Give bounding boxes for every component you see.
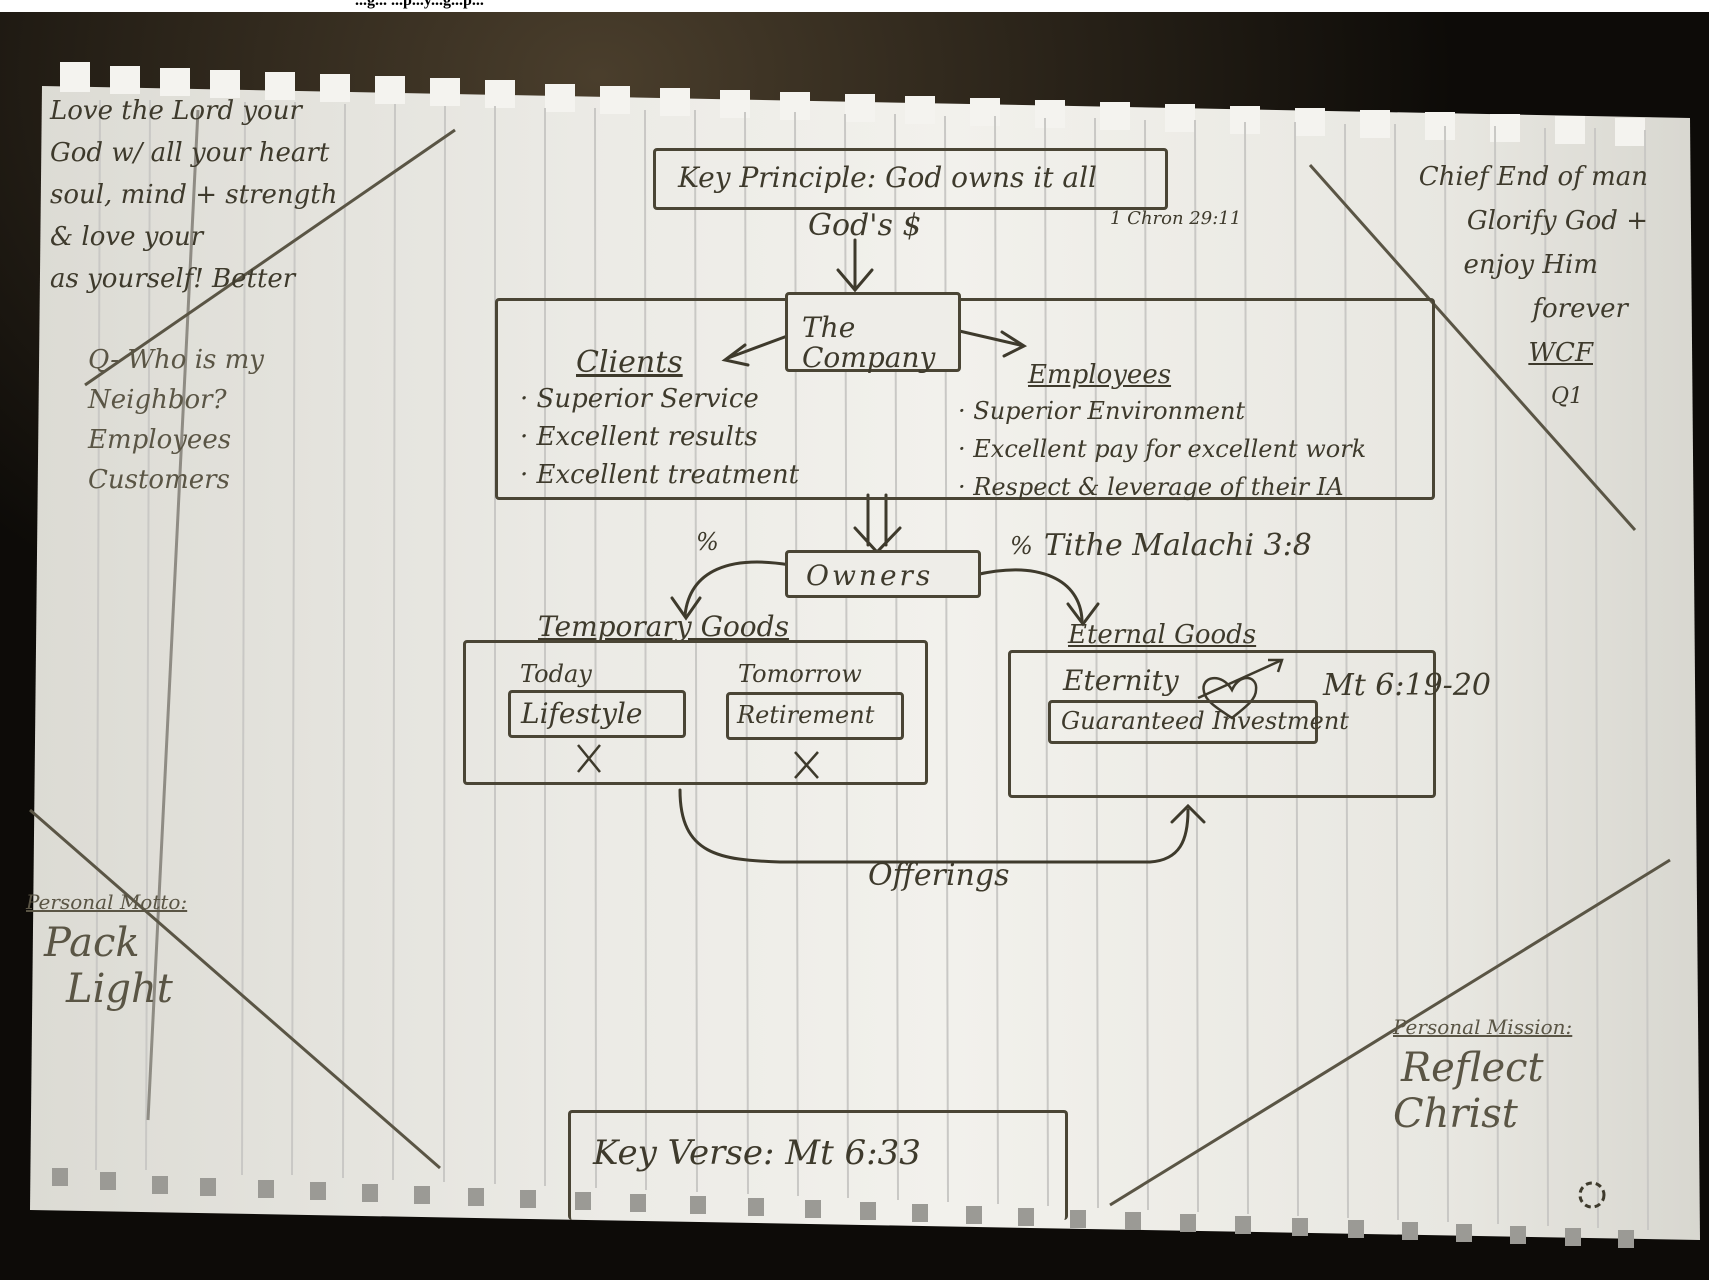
temporary-goods-title: Temporary Goods xyxy=(538,610,789,643)
clients-list: · Superior Service · Excellent results ·… xyxy=(520,380,799,494)
corner-top-right-line: Glorify God + xyxy=(1466,206,1648,236)
employees-list: · Superior Environment · Excellent pay f… xyxy=(958,392,1366,506)
gods-money-label: God's $ xyxy=(808,208,922,243)
neighbor-question-line: Q- Who is my xyxy=(88,345,264,375)
neighbor-question-line: Employees xyxy=(88,425,232,455)
personal-mission-title: Personal Mission: xyxy=(1393,1015,1573,1039)
personal-motto-line: Pack xyxy=(44,920,140,966)
offerings-label: Offerings xyxy=(868,858,1010,893)
guaranteed-investment-box: Guaranteed Investment xyxy=(1048,700,1349,744)
top-caption-strip: ...g... ...p...y...g...p... xyxy=(0,0,1709,12)
key-verse-box: Key Verse: Mt 6:33 xyxy=(568,1110,1068,1220)
employees-item: · Superior Environment xyxy=(958,397,1246,425)
clients-title: Clients xyxy=(576,345,683,380)
eternal-goods-reference: Mt 6:19-20 xyxy=(1323,668,1491,703)
temporary-goods-box xyxy=(463,640,928,785)
neighbor-question-line: Customers xyxy=(88,465,230,495)
eternal-goods-title: Eternal Goods xyxy=(1068,620,1257,650)
corner-top-right-line: forever xyxy=(1532,294,1628,324)
notebook-page: Key Principle: God owns it all 1 Chron 2… xyxy=(8,80,1708,1265)
owners-box: Owners xyxy=(785,550,981,598)
corner-top-left-line: soul, mind + strength xyxy=(50,180,338,210)
corner-top-left-line: God w/ all your heart xyxy=(50,138,330,168)
owners-right-percent: % xyxy=(1010,532,1033,560)
employees-item: · Excellent pay for excellent work xyxy=(958,435,1367,463)
tomorrow-label: Tomorrow xyxy=(738,660,862,688)
caption-text: ...g... ...p...y...g...p... xyxy=(355,0,484,9)
today-label: Today xyxy=(520,660,592,688)
corner-top-right-line: Chief End of man xyxy=(1418,162,1648,192)
eternity-label: Eternity xyxy=(1063,664,1179,697)
guaranteed-investment-label: Guaranteed Investment xyxy=(1061,707,1349,735)
eternal-goods-box xyxy=(1008,650,1436,798)
key-verse-text: Key Verse: Mt 6:33 xyxy=(593,1133,921,1173)
personal-mission-line: Christ xyxy=(1393,1091,1518,1137)
tithe-label: Tithe Malachi 3:8 xyxy=(1044,528,1312,563)
corner-top-left-line: Love the Lord your xyxy=(50,96,302,126)
the-company-box: The Company xyxy=(785,292,961,374)
key-principle-reference: 1 Chron 29:11 xyxy=(1110,208,1242,229)
clients-item: · Excellent treatment xyxy=(520,460,800,490)
corner-top-right-note: Chief End of man Glorify God + enjoy Him… xyxy=(1348,155,1648,419)
personal-motto-title: Personal Motto: xyxy=(26,890,188,914)
neighbor-question-note: Q- Who is my Neighbor? Employees Custome… xyxy=(88,340,264,500)
corner-bottom-left-note: Personal Motto: Pack Light xyxy=(26,890,187,1012)
personal-motto-line: Light xyxy=(66,966,173,1012)
clients-item: · Excellent results xyxy=(520,422,758,452)
company-outer-box xyxy=(495,298,1435,500)
owners-left-percent: % xyxy=(696,528,719,556)
corner-top-left-line: as yourself! Better xyxy=(50,264,296,294)
corner-top-right-line: enjoy Him xyxy=(1463,250,1598,280)
employees-item: · Respect & leverage of their IA xyxy=(958,473,1344,501)
key-principle-box: Key Principle: God owns it all xyxy=(653,148,1168,210)
corner-top-left-note: Love the Lord your God w/ all your heart… xyxy=(50,90,337,300)
corner-top-right-line: Q1 xyxy=(1550,384,1583,409)
retirement-box: Retirement xyxy=(726,692,904,740)
retirement-label: Retirement xyxy=(737,701,875,729)
corner-top-left-line: & love your xyxy=(50,222,204,252)
key-principle-text: Key Principle: God owns it all xyxy=(678,161,1097,194)
the-company-label: The Company xyxy=(802,311,936,374)
neighbor-question-line: Neighbor? xyxy=(88,385,227,415)
personal-mission-line: Reflect xyxy=(1401,1045,1544,1091)
corner-top-right-line: WCF xyxy=(1528,338,1593,368)
clients-item: · Superior Service xyxy=(520,384,759,414)
employees-title: Employees xyxy=(1028,360,1172,390)
owners-label: Owners xyxy=(806,559,934,592)
lifestyle-box: Lifestyle xyxy=(508,690,686,738)
corner-bottom-right-note: Personal Mission: Reflect Christ xyxy=(1393,1015,1572,1137)
lifestyle-label: Lifestyle xyxy=(521,697,643,730)
